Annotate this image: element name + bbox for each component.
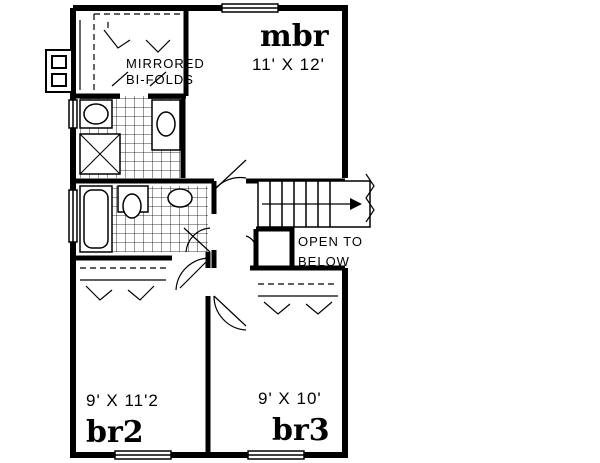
chimney [45, 49, 73, 93]
sink-icon-lower [167, 188, 193, 208]
doors [175, 159, 257, 331]
closet-note-line1: MIRRORED [126, 56, 205, 71]
toilet-icon-lower [122, 193, 142, 219]
toilet-icon [156, 111, 176, 137]
open-note-line2: BELOW [298, 254, 350, 269]
open-note-line1: OPEN TO [298, 234, 363, 249]
interior-walls [73, 8, 345, 455]
sink-icon [83, 103, 109, 125]
br2-dims: 9' X 11'2 [86, 391, 159, 410]
bath-fixtures [79, 99, 181, 175]
stair [257, 173, 375, 228]
bedroom-closets [80, 267, 338, 315]
mbr-name: mbr [260, 19, 330, 54]
lower-bath-fixtures [79, 185, 193, 253]
windows [68, 3, 305, 460]
br3-name: br3 [272, 413, 330, 448]
mbr-dims: 11' X 12' [252, 55, 325, 74]
closet [79, 13, 180, 90]
br2-name: br2 [86, 415, 144, 450]
tub-basin-icon [83, 189, 109, 249]
br3-dims: 9' X 10' [258, 389, 322, 408]
closet-note-line2: BI-FOLDS [126, 72, 194, 87]
